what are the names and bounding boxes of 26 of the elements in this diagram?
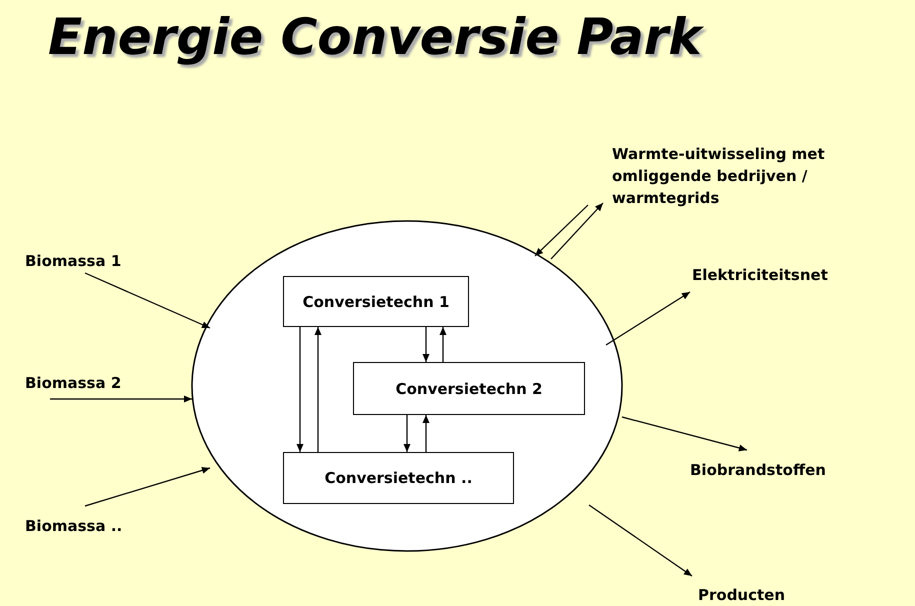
arrow [440, 327, 446, 362]
arrow [314, 327, 322, 452]
process-box: Conversietechn 2 [353, 362, 585, 415]
flow-label: Biomassa 1 [25, 250, 165, 272]
arrow [84, 272, 210, 329]
arrow [422, 327, 430, 362]
flow-label: Biomassa .. [25, 515, 165, 537]
park-ellipse [191, 220, 623, 552]
arrow [588, 504, 692, 576]
arrow [550, 202, 604, 260]
diagram-title: Energie Conversie Park [48, 8, 702, 66]
arrow [404, 415, 410, 452]
process-box: Conversietechn .. [283, 452, 514, 504]
arrow [422, 415, 430, 452]
arrow [296, 327, 304, 452]
flow-label: Biobrandstoffen [690, 459, 890, 481]
arrow [622, 416, 748, 452]
process-box: Conversietechn 1 [283, 276, 469, 327]
arrow [606, 292, 690, 346]
flow-label: Biomassa 2 [25, 372, 165, 394]
arrow [84, 466, 210, 507]
arrow [50, 396, 192, 402]
flow-label: Producten [698, 584, 898, 606]
flow-label: Elektriciteitsnet [692, 264, 892, 286]
arrow [534, 204, 588, 256]
flow-label: Warmte-uitwisseling met omliggende bedrijven / warmtegrids [612, 143, 912, 209]
